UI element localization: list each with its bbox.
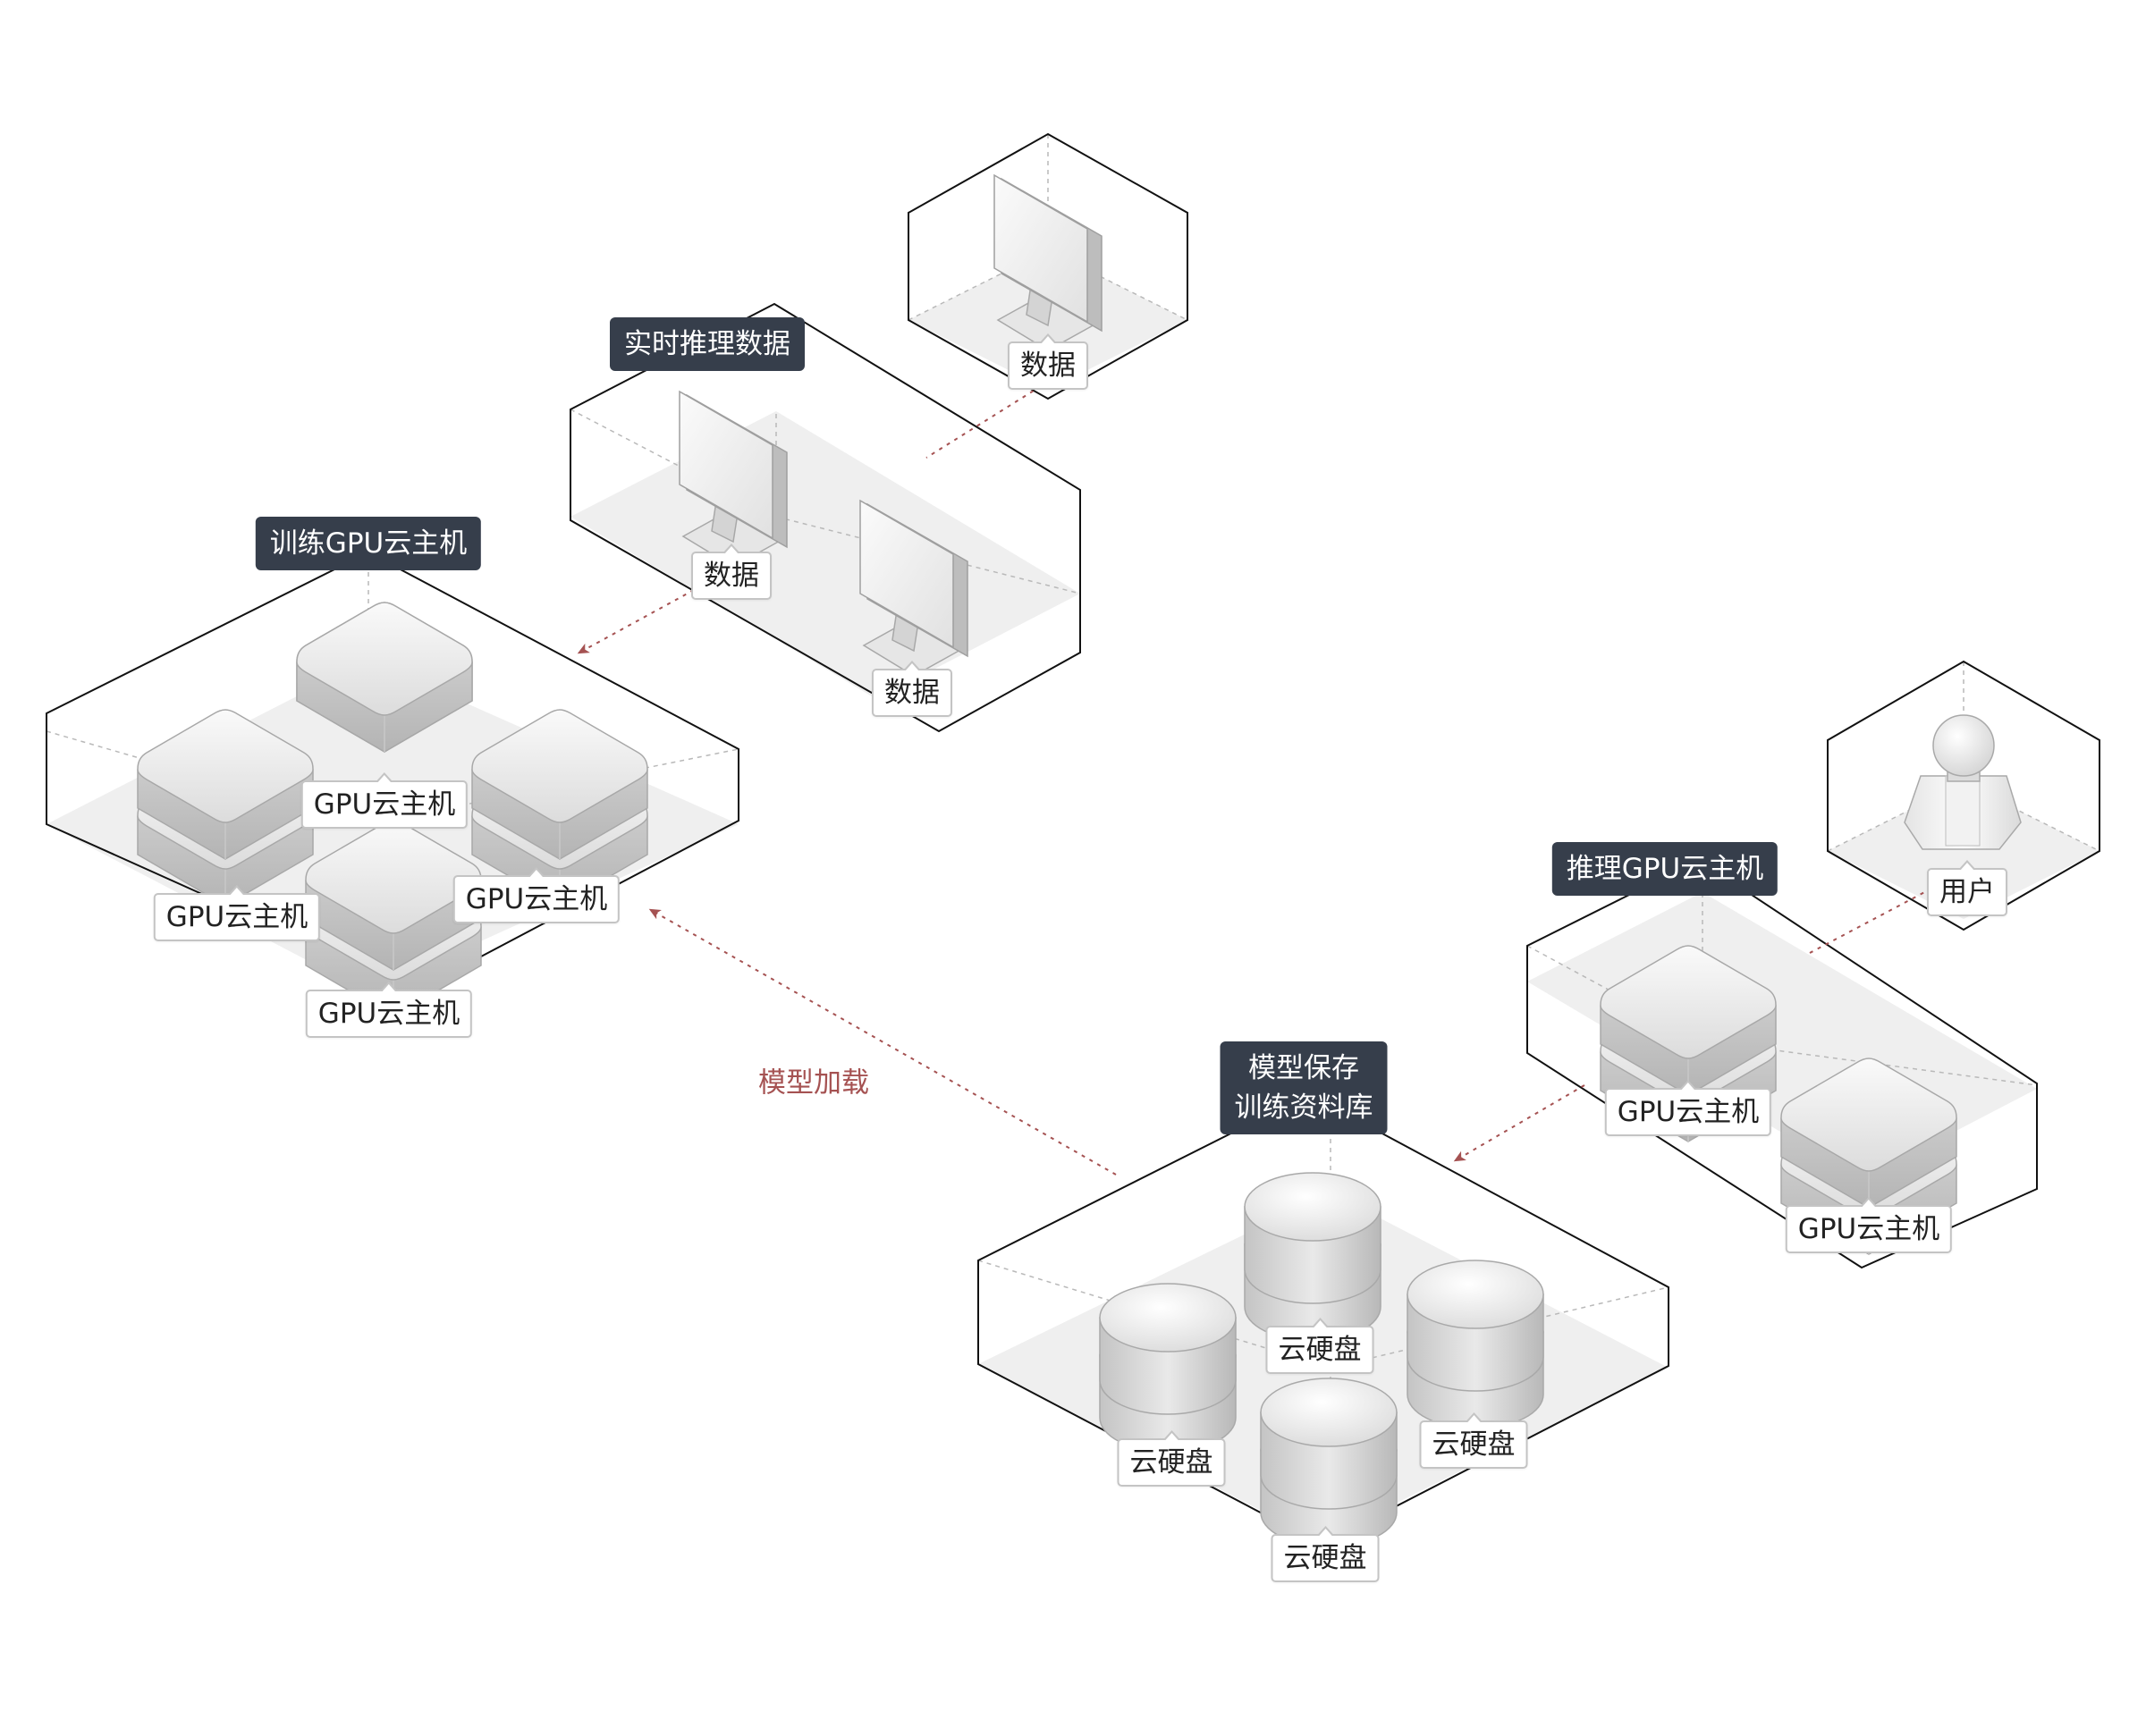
data-source-zone: [908, 132, 1188, 400]
gpu-host-label: GPU云主机: [300, 772, 469, 829]
storage-title-line1: 模型保存: [1248, 1052, 1359, 1084]
realtime-data-title: 实时推理数据: [610, 317, 805, 371]
edge-realtime-to-training: [577, 589, 695, 654]
edge-data-source-to-realtime: [925, 385, 1042, 459]
gpu-host-label: GPU云主机: [452, 867, 621, 923]
cloud-disk-icon: [1407, 1260, 1544, 1429]
storage-title-line2: 训练资料库: [1234, 1091, 1373, 1124]
model-load-label: 模型加载: [758, 1066, 869, 1100]
realtime-data-zone: [570, 302, 1081, 733]
cloud-disk-label: 云硬盘: [1117, 1430, 1226, 1487]
gpu-host-label: GPU云主机: [153, 885, 321, 941]
data-label: 数据: [1008, 333, 1088, 390]
cloud-disk-icon: [1260, 1378, 1398, 1547]
user-zone: [1827, 660, 2100, 931]
cloud-disk-icon: [1099, 1283, 1237, 1453]
edge-storage-to-training: [648, 908, 1117, 1176]
user-icon: [1904, 714, 2022, 850]
cloud-disk-label: 云硬盘: [1265, 1318, 1374, 1374]
inference-gpu-title: 推理GPU云主机: [1551, 842, 1778, 896]
monitor-icon: [993, 174, 1103, 351]
edges: [577, 385, 1932, 1176]
cloud-disk-label: 云硬盘: [1419, 1412, 1528, 1469]
storage-title: 模型保存 训练资料库: [1220, 1041, 1388, 1134]
data-label: 数据: [691, 544, 772, 600]
gpu-host-label: GPU云主机: [305, 982, 473, 1038]
user-label: 用户: [1927, 860, 2007, 916]
edge-inference-to-storage: [1453, 1084, 1585, 1162]
cloud-disk-icon: [1244, 1172, 1381, 1342]
gpu-host-label: GPU云主机: [1785, 1197, 1953, 1253]
edge-user-to-inference: [1809, 888, 1932, 954]
training-gpu-title: 训练GPU云主机: [255, 517, 482, 570]
inference-gpu-zone: [1526, 858, 2038, 1269]
cloud-disk-label: 云硬盘: [1271, 1526, 1380, 1582]
data-label: 数据: [872, 661, 952, 717]
gpu-host-label: GPU云主机: [1604, 1080, 1772, 1136]
